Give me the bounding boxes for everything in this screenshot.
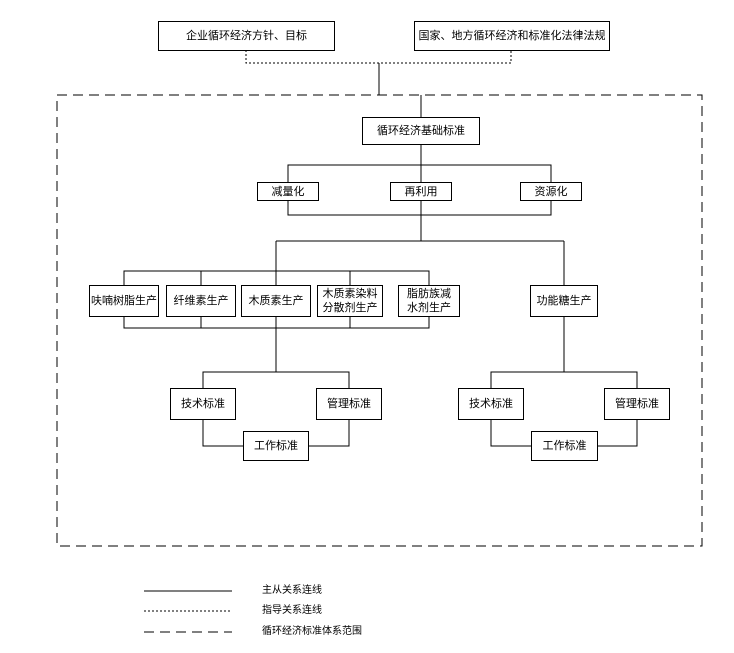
lignin-dye-box: 木质素染料 分散剂生产 bbox=[317, 285, 383, 317]
mgmt-standard-right-box: 管理标准 bbox=[604, 388, 670, 420]
connector-principles-to-production bbox=[287, 200, 552, 241]
connector-right-work bbox=[490, 420, 638, 447]
functional-sugar-box: 功能糖生产 bbox=[530, 285, 598, 317]
furan-resin-box: 呋喃树脂生产 bbox=[89, 285, 159, 317]
legend-dotted-label: 指导关系连线 bbox=[262, 605, 322, 616]
connector-left-group-bottom bbox=[123, 317, 430, 329]
reuse-box: 再利用 bbox=[390, 182, 452, 201]
legend-dashed-label: 循环经济标准体系范围 bbox=[262, 626, 362, 637]
mgmt-standard-left-box: 管理标准 bbox=[316, 388, 382, 420]
work-standard-right-box: 工作标准 bbox=[531, 431, 598, 461]
cellulose-box: 纤维素生产 bbox=[166, 285, 236, 317]
tech-standard-right-box: 技术标准 bbox=[458, 388, 524, 420]
reduce-box: 减量化 bbox=[257, 182, 319, 201]
work-standard-left-box: 工作标准 bbox=[243, 431, 309, 461]
tech-standard-left-box: 技术标准 bbox=[170, 388, 236, 420]
national-laws-box: 国家、地方循环经济和标准化法律法规 bbox=[414, 21, 610, 51]
connector-basic-to-principles bbox=[287, 144, 552, 182]
enterprise-policy-box: 企业循环经济方针、目标 bbox=[158, 21, 335, 51]
connector-right-standards bbox=[490, 317, 638, 388]
system-boundary bbox=[56, 94, 703, 547]
resource-box: 资源化 bbox=[520, 182, 582, 201]
connector-left-work bbox=[202, 420, 350, 447]
connector-production-branch bbox=[275, 240, 565, 285]
guidance-connector bbox=[245, 50, 512, 64]
fatty-reducer-box: 脂肪族减 水剂生产 bbox=[398, 285, 460, 317]
lignin-box: 木质素生产 bbox=[241, 285, 311, 317]
connector-left-group-top bbox=[123, 270, 430, 285]
legend-solid-label: 主从关系连线 bbox=[262, 585, 322, 596]
connector-left-standards bbox=[202, 328, 350, 388]
basic-standards-box: 循环经济基础标准 bbox=[362, 117, 480, 145]
